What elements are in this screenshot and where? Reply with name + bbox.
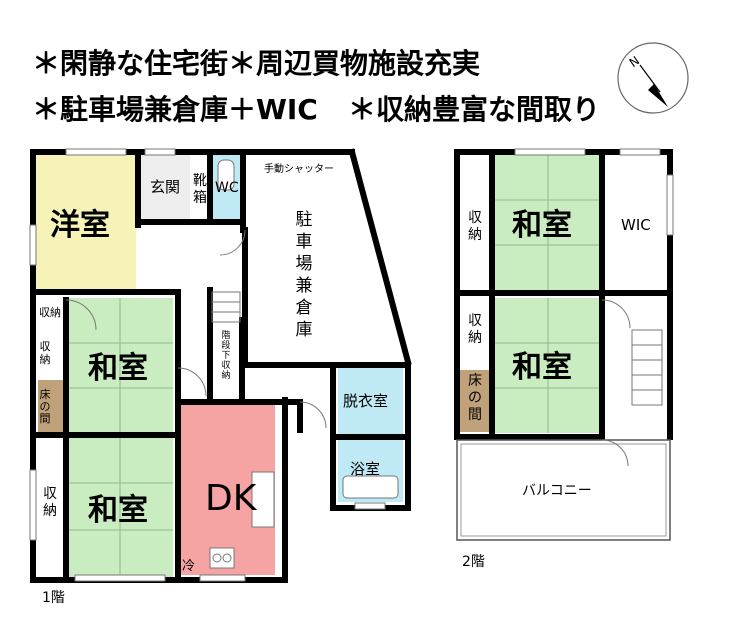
vertical-label-char: 納	[221, 369, 230, 381]
vertical-label-char: 場	[296, 254, 313, 274]
headline-line-2b: ＊収納豊富な間取り	[348, 93, 601, 126]
vertical-label-char: 庫	[296, 320, 313, 340]
headline-line-1: ＊閑静な住宅街＊周辺買物施設充実	[32, 47, 481, 80]
shutter-label: 手動シャッター	[264, 162, 334, 175]
vertical-label-char: 兼	[296, 276, 313, 296]
storage-top-label: 収納	[39, 306, 61, 319]
vertical-label-char: 下	[221, 351, 230, 361]
vertical-label-char: 靴	[193, 173, 207, 189]
vertical-label-char: 車	[296, 232, 313, 252]
vertical-label-char: 間	[468, 407, 482, 423]
tokonoma-2f-fill	[460, 370, 492, 432]
storage-lower-label: 収納	[43, 486, 57, 519]
genkan-fill	[140, 155, 190, 220]
dk-label: DK	[205, 478, 258, 519]
western-room-label: 洋室	[50, 208, 110, 243]
vertical-label-char: 収	[40, 340, 51, 353]
balcony-outline	[456, 439, 671, 541]
vertical-label-char: 段	[221, 339, 230, 351]
storage-2f-bottom-label: 収納	[468, 313, 482, 346]
storage-mid-label: 収納	[40, 340, 51, 366]
vertical-label-char: 収	[43, 486, 57, 502]
shoebox-fill	[190, 155, 210, 220]
genkan-label: 玄関	[150, 178, 180, 196]
floor-1-label: 1階	[42, 590, 65, 606]
wic-label: WIC	[621, 216, 651, 234]
vertical-label-char: 間	[40, 412, 51, 425]
vertical-label-char: 床	[40, 387, 51, 401]
shoebox-label: 靴箱	[193, 173, 207, 206]
vertical-label-char: 納	[468, 330, 482, 346]
floor-2-label: 2階	[462, 554, 485, 570]
tokonoma-2f-label: 床の間	[468, 373, 482, 423]
compass-icon: N	[617, 42, 689, 114]
vertical-label-char: 納	[468, 227, 482, 243]
floor-2-plan: 和室 WIC 和室 バルコニー 2階 収納 収納 床の間	[454, 148, 674, 570]
vertical-label-char: 階	[221, 330, 230, 341]
tokonoma-1f-label: 床の間	[40, 387, 51, 425]
vertical-label-char: 納	[43, 503, 57, 519]
headline-line-2a: ＊駐車場兼倉庫＋WIC	[32, 93, 318, 126]
vertical-label-char: 床	[468, 373, 482, 389]
wc-label: WC	[215, 180, 239, 196]
floor-1-plan: 洋室 玄関 WC 手動シャッター 収納 和室 脱衣室 浴室 和室 DK 冷 1階…	[29, 148, 412, 606]
vertical-label-char: 倉	[296, 298, 313, 318]
washitsu-upper-label: 和室	[88, 351, 148, 386]
vertical-label-char: 収	[221, 359, 230, 371]
bath-label: 浴室	[350, 460, 380, 478]
vertical-label-char: 納	[40, 353, 51, 366]
wic-fill	[603, 155, 667, 290]
vertical-label-char: 収	[468, 210, 482, 226]
vertical-label-char: 箱	[193, 190, 207, 206]
dressing-label: 脱衣室	[343, 392, 388, 410]
western-room-fill	[36, 155, 136, 290]
storage-2f-top-label: 収納	[468, 210, 482, 243]
washitsu-lower-label: 和室	[88, 493, 148, 528]
vertical-label-char: の	[468, 390, 482, 406]
fridge-label: 冷	[182, 559, 195, 574]
washitsu-bottom-label: 和室	[512, 350, 572, 385]
vertical-label-char: の	[40, 400, 51, 413]
vertical-label-char: 駐	[296, 210, 313, 230]
washitsu-top-label: 和室	[512, 208, 572, 243]
dressing-fill	[338, 368, 403, 434]
vertical-label-char: 収	[468, 313, 482, 329]
balcony-label: バルコニー	[522, 483, 592, 499]
garage-label: 駐車場兼倉庫	[296, 210, 313, 340]
